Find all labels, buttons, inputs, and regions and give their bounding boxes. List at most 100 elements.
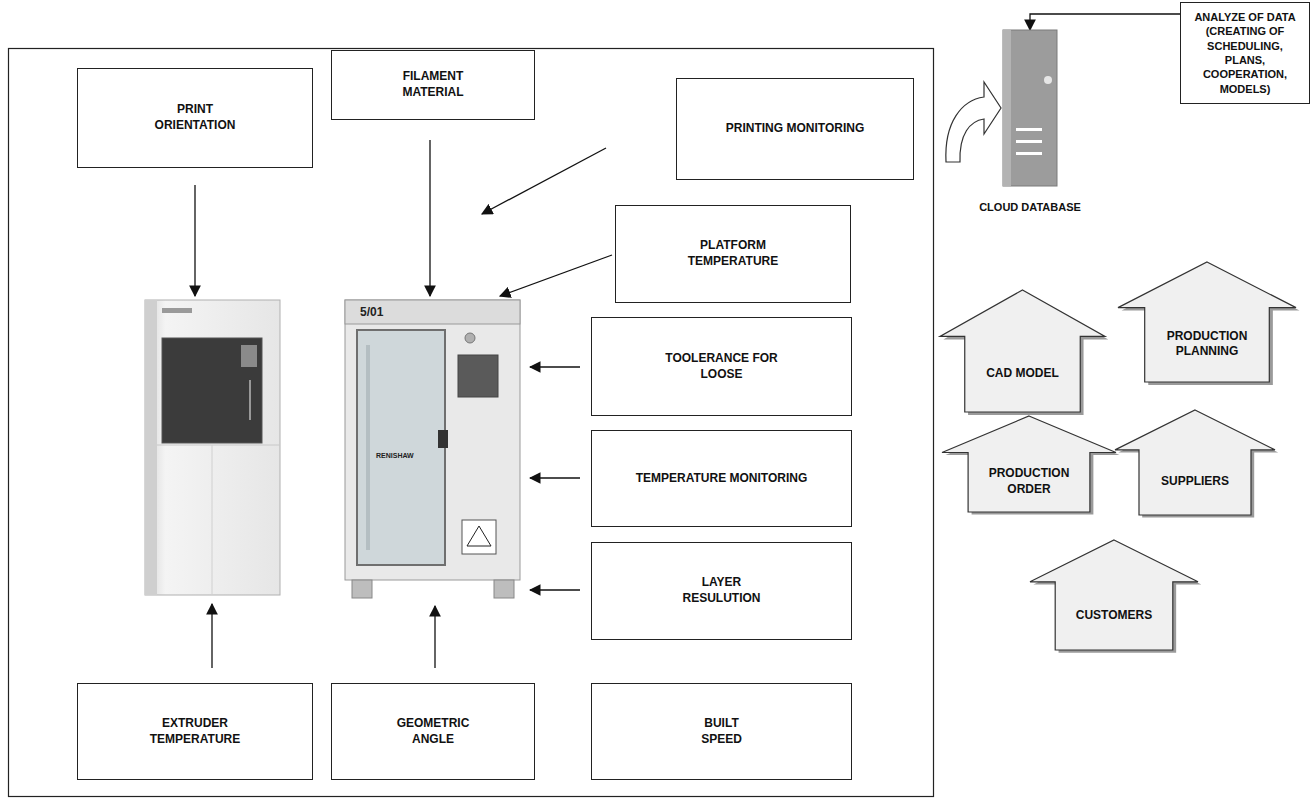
printer-logo bbox=[162, 308, 192, 313]
cloud-database: CLOUD DATABASE bbox=[970, 30, 1090, 225]
input-arrow: CAD MODEL bbox=[940, 290, 1105, 412]
input-arrow: CUSTOMERS bbox=[1030, 540, 1198, 650]
node-text: PRINT ORIENTATION bbox=[140, 102, 250, 133]
arrow-outline bbox=[1118, 262, 1296, 382]
node-text: ANALYZE OF DATA (CREATING OF SCHEDULING,… bbox=[1187, 10, 1303, 96]
arrow bbox=[530, 477, 580, 478]
node-text: CUSTOMERS bbox=[1076, 608, 1152, 624]
text-holder: LAYER RESULUTION bbox=[656, 569, 788, 612]
node-text: TOOLERANCE FOR LOOSE bbox=[662, 351, 782, 382]
node-text: BUILT SPEED bbox=[687, 716, 757, 747]
text-holder: PRODUCTION ORDER bbox=[973, 455, 1085, 508]
arrow bbox=[434, 606, 435, 668]
warning-sign bbox=[462, 520, 496, 554]
arrow-body bbox=[940, 290, 1105, 412]
parameter-box: TOOLERANCE FOR LOOSE bbox=[591, 317, 852, 416]
text-holder: TOOLERANCE FOR LOOSE bbox=[656, 345, 788, 388]
door-handle bbox=[438, 430, 448, 448]
printer-body bbox=[145, 300, 280, 595]
server-light bbox=[1044, 76, 1052, 84]
parameter-box: TEMPERATURE MONITORING bbox=[591, 430, 852, 527]
node-text: CAD MODEL bbox=[986, 366, 1059, 382]
warning-triangle bbox=[467, 526, 491, 546]
parameter-box: EXTRUDER TEMPERATURE bbox=[77, 683, 313, 780]
printer-handle bbox=[249, 380, 251, 420]
printer-window bbox=[162, 338, 262, 443]
server-slot bbox=[1016, 152, 1042, 155]
node-text: EXTRUDER TEMPERATURE bbox=[135, 716, 255, 747]
text-holder: CUSTOMERS bbox=[1060, 585, 1168, 646]
parameter-box: PRINTING MONITORING bbox=[676, 78, 914, 180]
input-arrow: PRODUCTION ORDER bbox=[942, 416, 1116, 512]
parameter-box: GEOMETRIC ANGLE bbox=[331, 683, 535, 780]
arrow-body bbox=[1118, 262, 1296, 382]
frame bbox=[9, 49, 934, 797]
arrow bbox=[530, 366, 580, 367]
node-text: FILAMENT MATERIAL bbox=[378, 69, 488, 100]
printer-button bbox=[465, 333, 475, 343]
printer-side bbox=[145, 300, 157, 595]
node-text: LAYER RESULUTION bbox=[662, 575, 782, 606]
text-holder: PRODUCTION PLANNING bbox=[1150, 311, 1265, 378]
arrow-outline bbox=[942, 416, 1116, 512]
text-holder: ANALYZE OF DATA (CREATING OF SCHEDULING,… bbox=[1181, 4, 1309, 102]
printer-glass-door bbox=[357, 330, 445, 565]
arrow bbox=[482, 148, 606, 214]
printer-brand: RENISHAW bbox=[376, 452, 414, 459]
printer-marking: 5/01 bbox=[360, 305, 383, 319]
parameter-box: PRINT ORIENTATION bbox=[77, 68, 313, 168]
server-side bbox=[1003, 30, 1011, 186]
printer-seam bbox=[212, 445, 213, 595]
parameter-box: LAYER RESULUTION bbox=[591, 542, 852, 640]
glass-reflection bbox=[366, 345, 370, 550]
parameter-box: PLATFORM TEMPERATURE bbox=[615, 205, 851, 303]
arrow-outline bbox=[1030, 540, 1198, 650]
arrow bbox=[429, 140, 430, 296]
input-arrow: PRODUCTION PLANNING bbox=[1118, 262, 1296, 382]
text-holder: BUILT SPEED bbox=[681, 710, 763, 753]
text-holder: PRINTING MONITORING bbox=[720, 115, 870, 143]
server-body bbox=[1003, 30, 1057, 186]
text-holder: GEOMETRIC ANGLE bbox=[372, 710, 494, 753]
node-text: PRINTING MONITORING bbox=[726, 121, 864, 137]
node-text: CLOUD DATABASE bbox=[979, 200, 1081, 214]
arrow-body bbox=[1030, 540, 1198, 650]
printer-right bbox=[345, 300, 520, 598]
arrow-outline bbox=[1115, 410, 1275, 515]
arrow-body bbox=[942, 416, 1116, 512]
text-holder: EXTRUDER TEMPERATURE bbox=[129, 710, 261, 753]
node-text: SUPPLIERS bbox=[1161, 474, 1229, 490]
arrow bbox=[500, 255, 612, 296]
server-slot bbox=[1016, 140, 1042, 143]
curved-arrow bbox=[946, 82, 1001, 162]
server-slot bbox=[1016, 128, 1042, 131]
text-holder: PLATFORM TEMPERATURE bbox=[667, 232, 799, 275]
parameter-box: FILAMENT MATERIAL bbox=[331, 50, 535, 120]
parameter-arrows bbox=[195, 140, 612, 668]
node-text: GEOMETRIC ANGLE bbox=[378, 716, 488, 747]
printer-left bbox=[145, 300, 280, 595]
printer-body bbox=[345, 300, 520, 580]
input-arrow: SUPPLIERS bbox=[1115, 410, 1275, 515]
arrow-body bbox=[1115, 410, 1275, 515]
text-holder: FILAMENT MATERIAL bbox=[372, 63, 494, 106]
node-text: TEMPERATURE MONITORING bbox=[636, 471, 808, 487]
analysis-box: ANALYZE OF DATA (CREATING OF SCHEDULING,… bbox=[1180, 2, 1310, 104]
node-text: PRODUCTION ORDER bbox=[973, 466, 1085, 497]
parameter-box: BUILT SPEED bbox=[591, 683, 852, 780]
text-holder: CLOUD DATABASE bbox=[970, 200, 1090, 214]
arrow bbox=[194, 185, 195, 296]
arrow-outline bbox=[940, 290, 1105, 412]
printer-header bbox=[345, 300, 520, 324]
printer-leg bbox=[494, 580, 514, 598]
text-holder: TEMPERATURE MONITORING bbox=[630, 465, 814, 493]
node-text: PLATFORM TEMPERATURE bbox=[673, 238, 793, 269]
connector bbox=[1030, 14, 1180, 30]
printer-seam bbox=[157, 445, 280, 446]
node-text: PRODUCTION PLANNING bbox=[1150, 329, 1265, 360]
printer-leg bbox=[352, 580, 372, 598]
text-holder: CAD MODEL bbox=[970, 339, 1076, 408]
text-holder: PRINT ORIENTATION bbox=[134, 96, 256, 139]
